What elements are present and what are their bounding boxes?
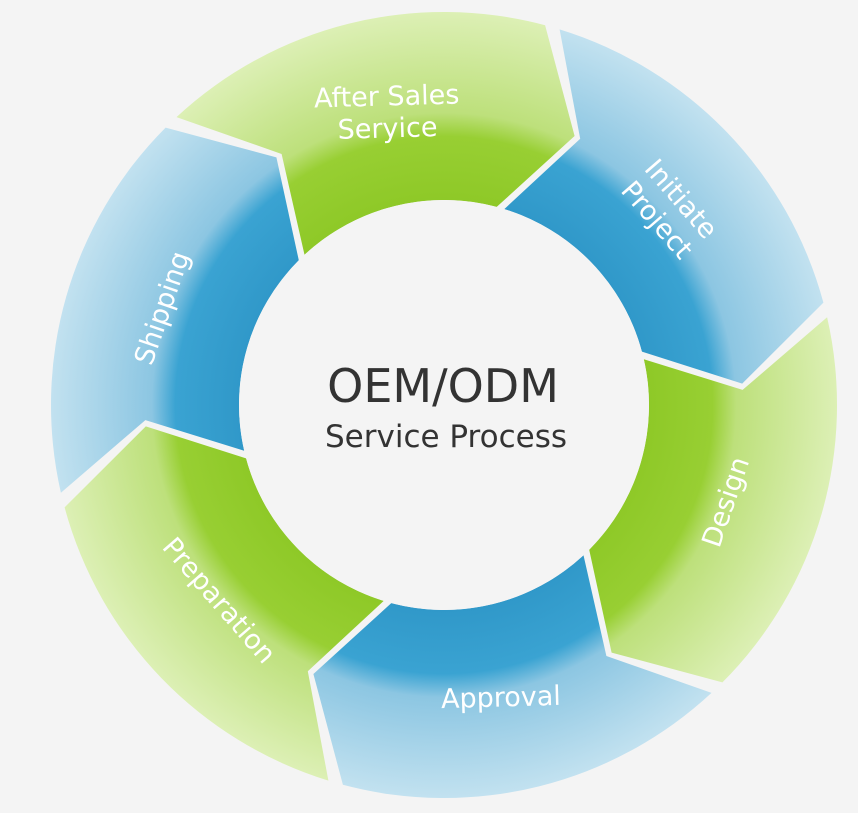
stage-segment-design (589, 317, 838, 683)
stage-segment-preparation (64, 426, 384, 781)
stage-segment-after-sales (176, 11, 575, 255)
center-subtitle: Service Process (325, 419, 567, 455)
stage-label-line: Approval (441, 681, 562, 715)
stage-segment-approval (313, 555, 712, 799)
stage-label-approval: Approval (441, 681, 562, 715)
stage-label-line: Seryice (337, 112, 438, 146)
stage-segment-shipping (50, 127, 299, 493)
center-title: OEM/ODM (327, 359, 559, 413)
center-disc (239, 200, 649, 610)
stage-segment-initiate (504, 29, 824, 384)
stage-label-line: After Sales (314, 79, 460, 114)
